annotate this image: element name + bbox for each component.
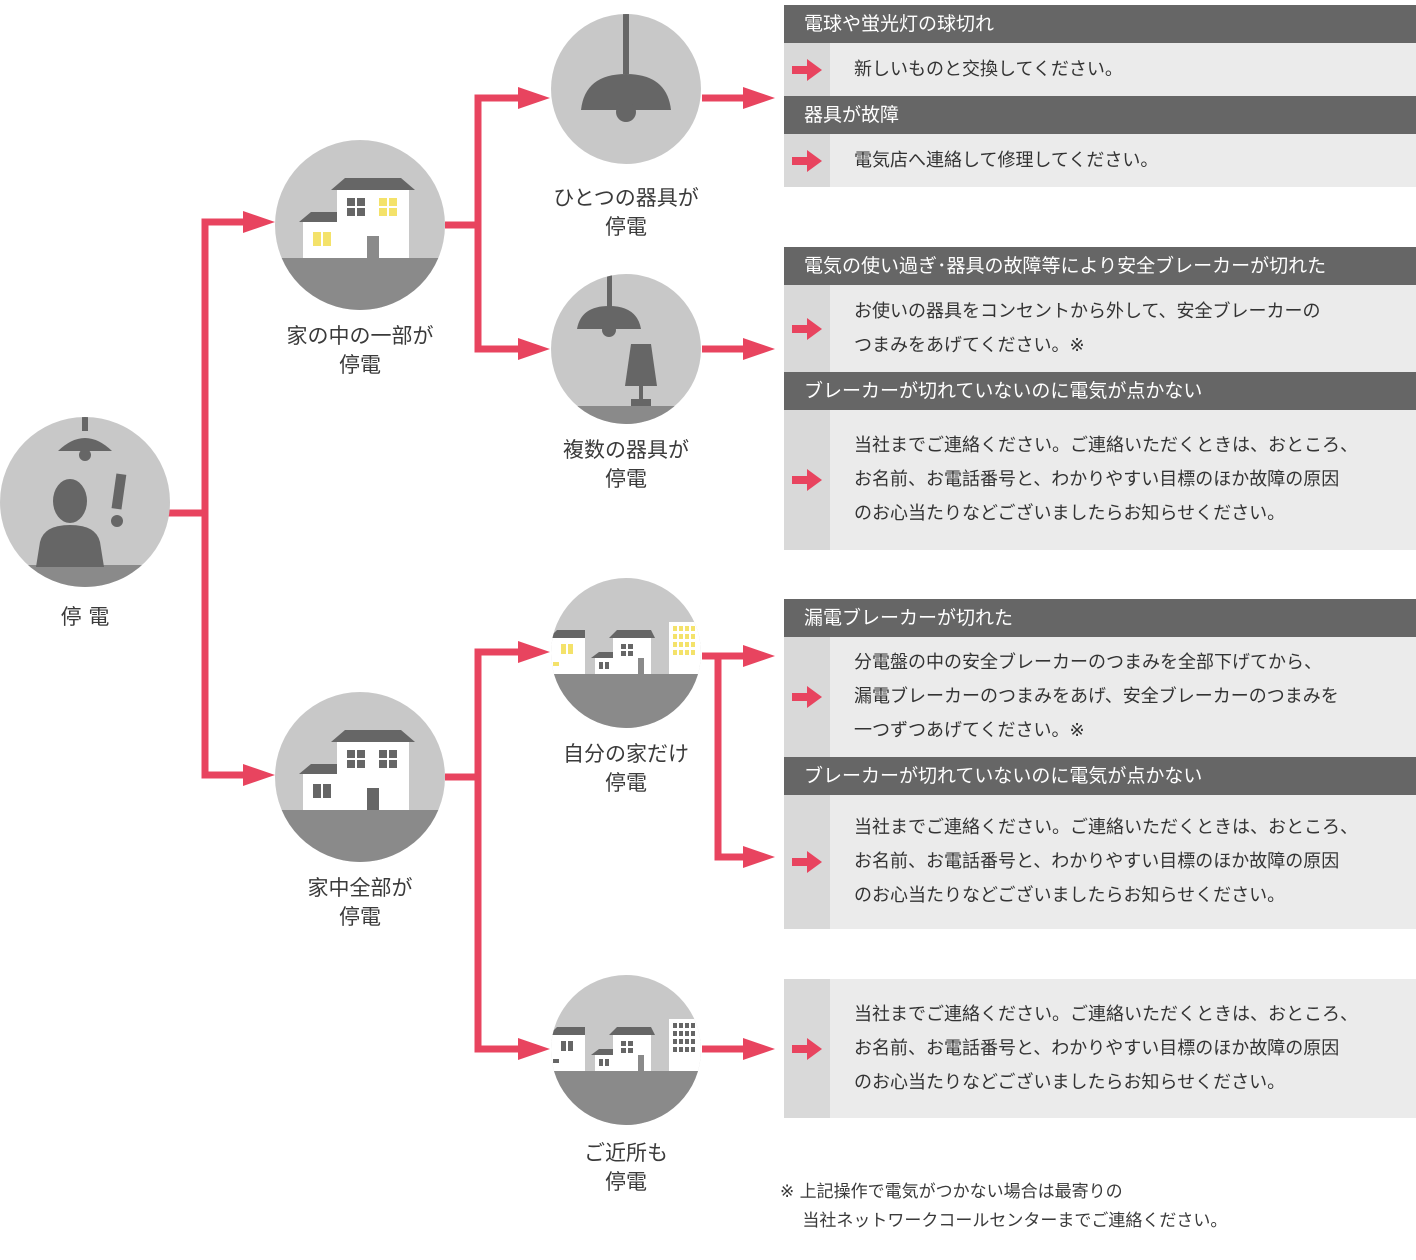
- arrow-right-icon: [792, 317, 822, 340]
- house-partial-light-icon: [275, 140, 445, 310]
- neighborhood-node: ご近所も 停電: [551, 975, 701, 1194]
- lamp-and-standlamp-icon: [551, 274, 701, 424]
- contact-box-1: 当社までご連絡ください。ご連絡いただくときは、おところ、 お名前、お電話番号と、…: [784, 410, 1416, 550]
- outage-node: 停 電: [0, 417, 170, 629]
- whole-outage-node: 家中全部が 停電: [275, 692, 445, 929]
- safety-breaker-header: 電気の使い過ぎ･器具の故障等により安全ブレーカーが切れた: [784, 247, 1416, 285]
- pendant-lamp-icon: [551, 14, 701, 164]
- contact-text-2: 当社までご連絡ください。ご連絡いただくときは、おところ、 お名前、お電話番号と、…: [854, 817, 1358, 906]
- neighborhood-label: ご近所も 停電: [584, 1141, 668, 1194]
- fixture-failure-box: 電気店へ連絡して修理してください。: [784, 134, 1416, 187]
- multiple-fixture-label: 複数の器具が 停電: [563, 438, 689, 491]
- connector-lines: [168, 94, 745, 1053]
- person-alert-icon: [0, 417, 170, 587]
- partial-outage-label: 家の中の一部が 停電: [286, 324, 434, 377]
- town-lit-icon: [551, 578, 701, 728]
- no-breaker-trip-header-1: ブレーカーが切れていないのに電気が点かない: [784, 372, 1416, 410]
- bulb-burnout-text: 新しいものと交換してください。: [854, 58, 1123, 80]
- arrow-right-icon: [792, 686, 822, 708]
- bulb-burnout-header: 電球や蛍光灯の球切れ: [784, 5, 1416, 43]
- arrow-right-icon: [792, 58, 822, 81]
- leakage-breaker-text: 分電盤の中の安全ブレーカーのつまみを全部下げてから、 漏電ブレーカーのつまみをあ…: [854, 652, 1339, 741]
- footnote: ※ 上記操作で電気がつかない場合は最寄りの 当社ネットワークコールセンターまでご…: [780, 1182, 1228, 1231]
- single-fixture-label: ひとつの器具が 停電: [553, 186, 699, 239]
- own-home-label: 自分の家だけ 停電: [563, 742, 689, 795]
- arrow-right-icon: [792, 851, 822, 873]
- fixture-failure-header: 器具が故障: [784, 96, 1416, 134]
- leakage-breaker-header: 漏電ブレーカーが切れた: [784, 599, 1416, 637]
- contact-box-3: 当社までご連絡ください。ご連絡いただくときは、おところ、 お名前、お電話番号と、…: [784, 979, 1416, 1118]
- whole-outage-label: 家中全部が 停電: [307, 876, 413, 929]
- fixture-failure-text: 電気店へ連絡して修理してください。: [854, 149, 1159, 171]
- safety-breaker-box: お使いの器具をコンセントから外して、安全ブレーカーの つまみをあげてください。※: [784, 285, 1416, 372]
- arrow-right-icon: [792, 469, 822, 491]
- partial-outage-node: 家の中の一部が 停電: [275, 140, 445, 377]
- contact-text-1: 当社までご連絡ください。ご連絡いただくときは、おところ、 お名前、お電話番号と、…: [854, 435, 1358, 524]
- safety-breaker-text: お使いの器具をコンセントから外して、安全ブレーカーの つまみをあげてください。※: [854, 300, 1321, 356]
- own-home-node: 自分の家だけ 停電: [551, 578, 701, 795]
- town-dark-icon: [551, 975, 701, 1125]
- contact-box-2: 当社までご連絡ください。ご連絡いただくときは、おところ、 お名前、お電話番号と、…: [784, 795, 1416, 929]
- multiple-fixture-node: 複数の器具が 停電: [551, 274, 701, 491]
- arrow-right-icon: [792, 1037, 822, 1060]
- leakage-breaker-box: 分電盤の中の安全ブレーカーのつまみを全部下げてから、 漏電ブレーカーのつまみをあ…: [784, 637, 1416, 757]
- connector-arrowheads: [243, 87, 775, 1060]
- arrow-right-icon: [792, 149, 822, 172]
- single-fixture-node: ひとつの器具が 停電: [551, 14, 701, 239]
- outage-label: 停 電: [60, 605, 110, 629]
- no-breaker-trip-header-2: ブレーカーが切れていないのに電気が点かない: [784, 757, 1416, 795]
- bulb-burnout-box: 新しいものと交換してください。: [784, 43, 1416, 96]
- house-dark-icon: [275, 692, 445, 862]
- contact-text-3: 当社までご連絡ください。ご連絡いただくときは、おところ、 お名前、お電話番号と、…: [854, 1003, 1358, 1093]
